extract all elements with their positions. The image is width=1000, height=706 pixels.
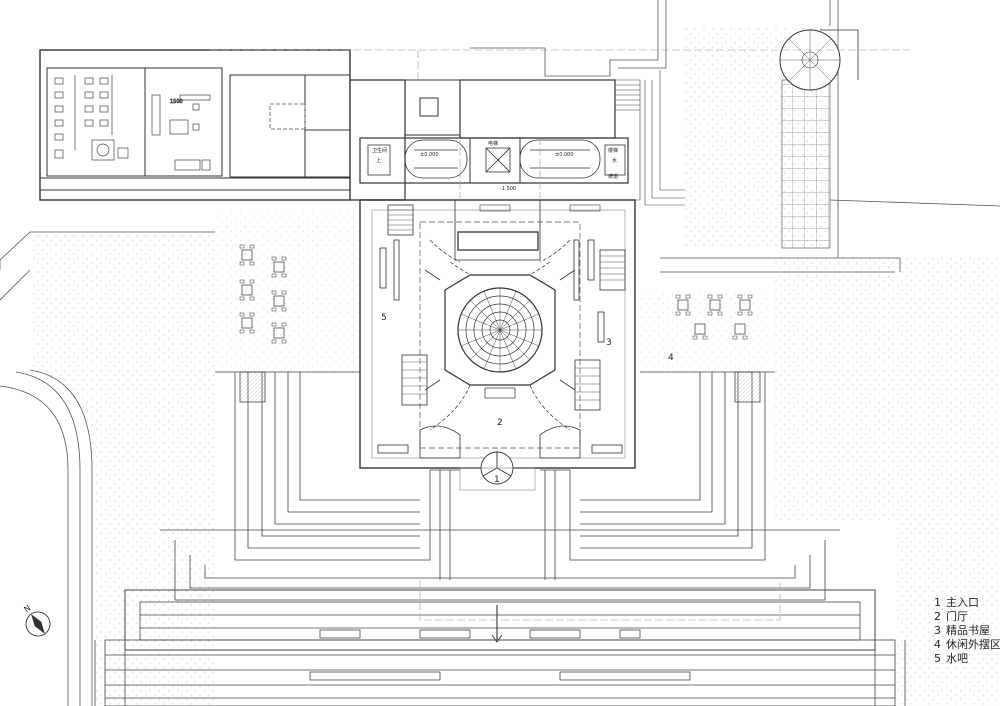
level-right-label: -1.500 bbox=[500, 186, 516, 192]
legend-label: 水吧 bbox=[946, 652, 968, 665]
legend-item: 1 主入口 bbox=[934, 596, 1000, 610]
area-label-5: 5 bbox=[381, 313, 387, 323]
main-entrance bbox=[459, 451, 536, 491]
legend-number: 5 bbox=[934, 652, 941, 665]
area-label-2: 2 bbox=[497, 418, 503, 428]
dashed-guides bbox=[210, 49, 910, 621]
office-furniture: 1500 bbox=[151, 94, 211, 171]
cafe-seating-right bbox=[675, 294, 753, 340]
legend-item: 2 门厅 bbox=[934, 610, 1000, 624]
level-left-label: ±0.000 bbox=[420, 152, 439, 158]
legend-number: 2 bbox=[934, 610, 941, 623]
north-label: N bbox=[22, 603, 32, 614]
legend-item: 4 休闲外摆区 bbox=[934, 638, 1000, 652]
stair-note-label: 楼梯 bbox=[608, 147, 618, 154]
elevator-label: 电梯 bbox=[488, 140, 498, 147]
ramp-label: 坡道 bbox=[608, 173, 618, 180]
legend-number: 3 bbox=[934, 624, 941, 637]
legend: 1 主入口 2 门厅 3 精品书屋 4 休闲外摆区 5 水吧 bbox=[934, 596, 1000, 666]
stair-up-label: 上 bbox=[376, 157, 381, 164]
legend-label: 休闲外摆区 bbox=[946, 638, 1000, 651]
area-label-4: 4 bbox=[668, 353, 674, 363]
area-label-3: 3 bbox=[606, 338, 612, 348]
washroom-fixtures bbox=[54, 75, 129, 161]
rotunda bbox=[424, 239, 576, 431]
water-label: 水 bbox=[612, 157, 617, 164]
level-mid-label: ±0.000 bbox=[555, 152, 574, 158]
service-building bbox=[39, 49, 629, 201]
legend-label: 精品书屋 bbox=[946, 624, 990, 637]
north-arrow-icon: N bbox=[22, 603, 51, 637]
legend-label: 门厅 bbox=[946, 610, 968, 623]
area-labels: 1 2 3 4 5 bbox=[381, 313, 674, 485]
terraced-steps bbox=[215, 371, 775, 580]
legend-number: 1 bbox=[934, 596, 941, 609]
wc-label: 卫生间 bbox=[372, 147, 387, 154]
legend-item: 3 精品书屋 bbox=[934, 624, 1000, 638]
legend-item: 5 水吧 bbox=[934, 652, 1000, 666]
lower-terraces bbox=[94, 529, 906, 706]
cafe-seating-left bbox=[239, 244, 287, 344]
area-label-1: 1 bbox=[494, 475, 500, 485]
legend-number: 4 bbox=[934, 638, 941, 651]
room-dim-label: 1500 bbox=[170, 99, 183, 105]
landscape-dotted-areas bbox=[30, 26, 1000, 706]
core-labels: ±0.000 -1.500 ±0.000 卫生间 上 电梯 楼梯 水 坡道 bbox=[372, 140, 618, 192]
terrace-grid bbox=[779, 29, 859, 249]
hall-fixtures bbox=[377, 204, 626, 459]
legend-label: 主入口 bbox=[946, 596, 979, 609]
